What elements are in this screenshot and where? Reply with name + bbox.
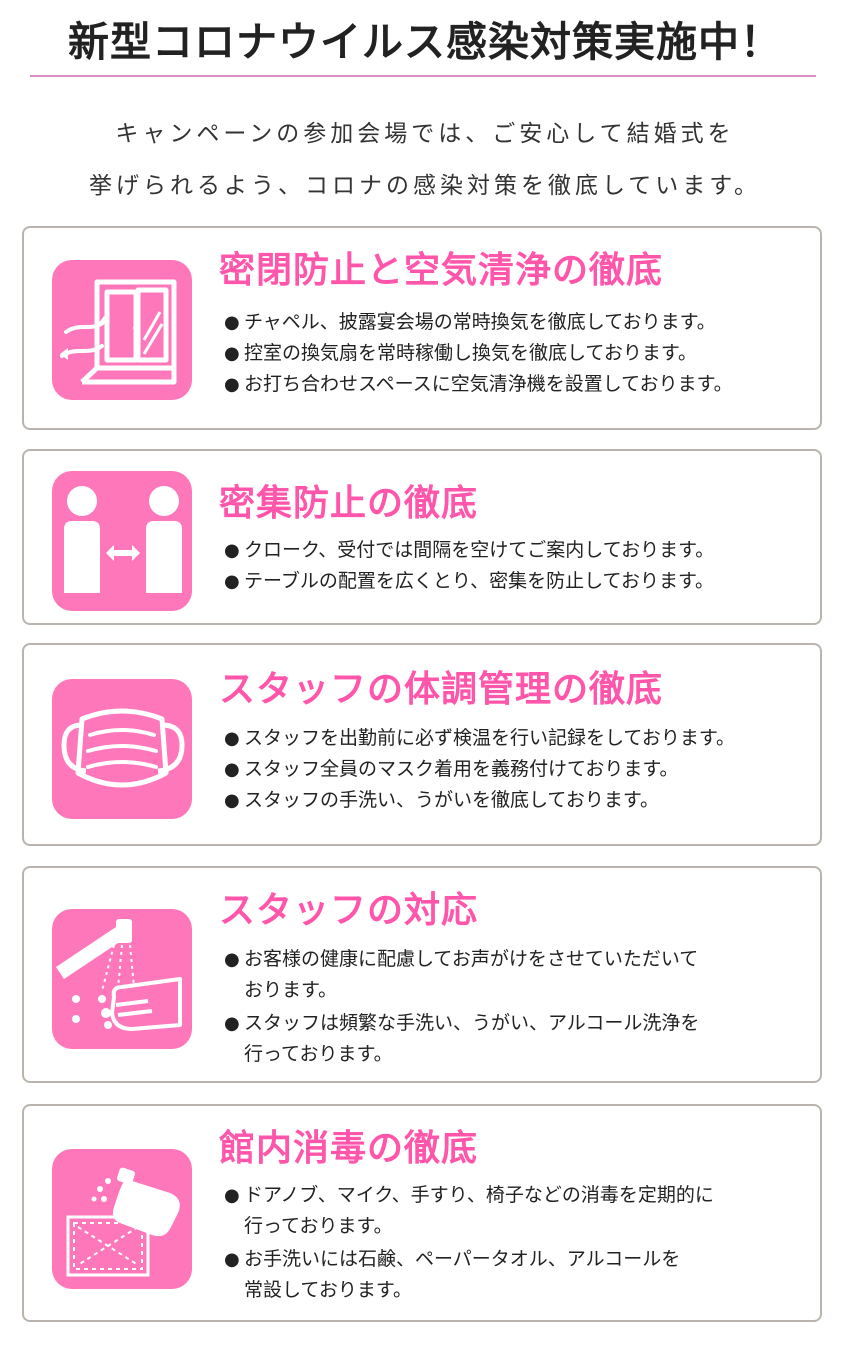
section-items: クローク、受付では間隔を空けてご案内しております。 テーブルの配置を広くとり、密… [224,535,806,597]
list-item: スタッフ全員のマスク着用を義務付けております。 [224,754,806,785]
section-items: お客様の健康に配慮してお声がけをさせていただいて おります。 スタッフは頻繁な手… [224,944,806,1072]
section-card-disinfection: 館内消毒の徹底 ドアノブ、マイク、手すり、椅子などの消毒を定期的に 行っておりま… [22,1104,822,1322]
disinfectant-spray-icon [52,1149,192,1289]
section-title: スタッフの対応 [219,889,479,931]
social-distance-icon [52,471,192,611]
list-item: お客様の健康に配慮してお声がけをさせていただいて おります。 [224,944,806,1006]
section-title: 館内消毒の徹底 [219,1127,479,1169]
list-item: スタッフを出勤前に必ず検温を行い記録をしております。 [224,723,806,754]
section-items: ドアノブ、マイク、手すり、椅子などの消毒を定期的に 行っております。 お手洗いに… [224,1180,806,1308]
hand-washing-icon [52,909,192,1049]
section-title: スタッフの体調管理の徹底 [219,668,664,710]
list-item: スタッフは頻繁な手洗い、うがい、アルコール洗浄を 行っております。 [224,1008,806,1070]
list-item: チャペル、披露宴会場の常時換気を徹底しております。 [224,307,806,338]
section-items: スタッフを出勤前に必ず検温を行い記録をしております。 スタッフ全員のマスク着用を… [224,723,806,816]
section-title: 密閉防止と空気清浄の徹底 [219,249,664,291]
face-mask-icon [52,679,192,819]
section-items: チャペル、披露宴会場の常時換気を徹底しております。 控室の換気扇を常時稼働し換気… [224,307,806,400]
list-item: 控室の換気扇を常時稼働し換気を徹底しております。 [224,338,806,369]
list-item: テーブルの配置を広くとり、密集を防止しております。 [224,566,806,597]
list-item: お打ち合わせスペースに空気清浄機を設置しております。 [224,369,806,400]
list-item: ドアノブ、マイク、手すり、椅子などの消毒を定期的に 行っております。 [224,1180,806,1242]
section-card-staff-health: スタッフの体調管理の徹底 スタッフを出勤前に必ず検温を行い記録をしております。 … [22,643,822,846]
intro-text: キャンペーンの参加会場では、ご安心して結婚式を 挙げられるよう、コロナの感染対策… [0,108,850,212]
section-card-staff-response: スタッフの対応 お客様の健康に配慮してお声がけをさせていただいて おります。 ス… [22,866,822,1083]
section-card-distancing: 密集防止の徹底 クローク、受付では間隔を空けてご案内しております。 テーブルの配… [22,449,822,625]
title-divider [30,75,816,77]
section-title: 密集防止の徹底 [219,482,479,524]
page-title: 新型コロナウイルス感染対策実施中！ [68,18,782,66]
list-item: クローク、受付では間隔を空けてご案内しております。 [224,535,806,566]
intro-line-1: キャンペーンの参加会場では、ご安心して結婚式を [115,121,735,147]
list-item: お手洗いには石鹸、ペーパータオル、アルコールを 常設しております。 [224,1244,806,1306]
intro-line-2: 挙げられるよう、コロナの感染対策を徹底しています。 [88,173,761,199]
window-ventilation-icon [52,260,192,400]
list-item: スタッフの手洗い、うがいを徹底しております。 [224,785,806,816]
section-card-ventilation: 密閉防止と空気清浄の徹底 チャペル、披露宴会場の常時換気を徹底しております。 控… [22,226,822,430]
